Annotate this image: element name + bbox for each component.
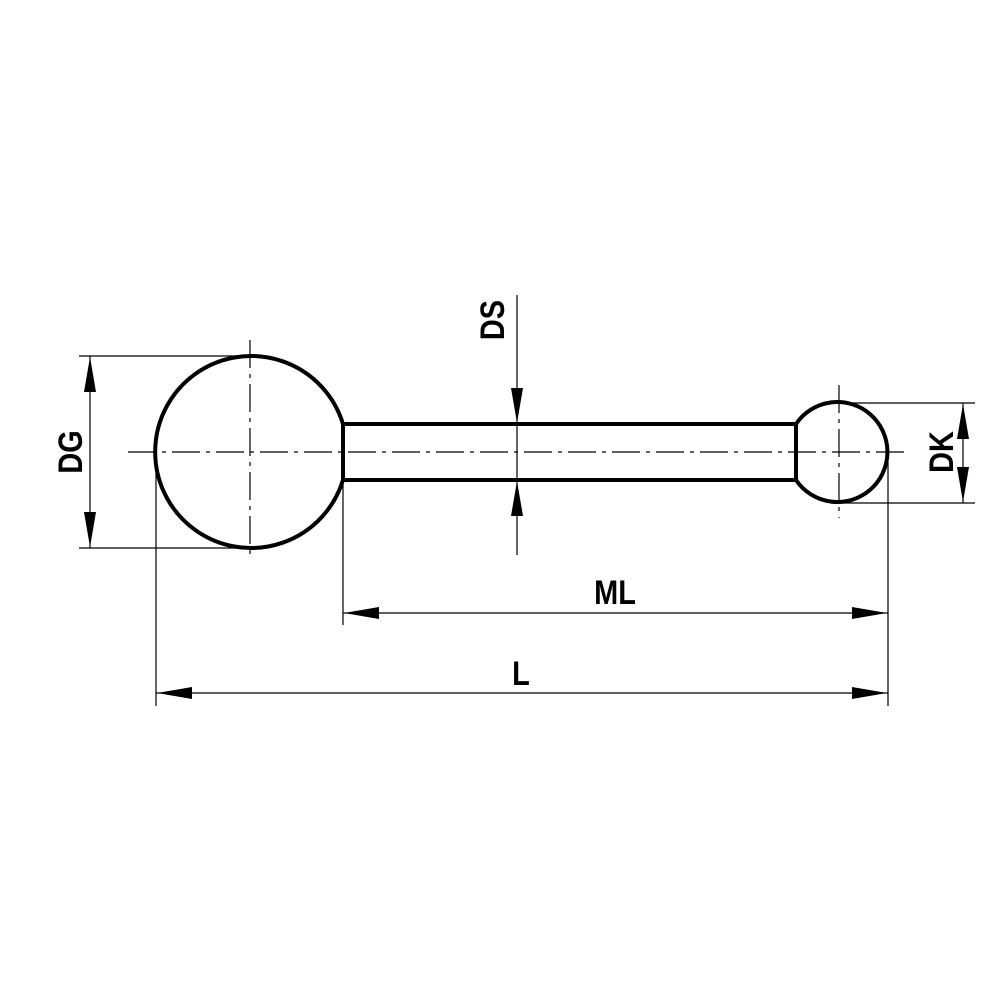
l-dimension: L <box>156 654 888 699</box>
large-ball-outline <box>153 354 345 550</box>
arrow-up-icon <box>84 357 96 392</box>
arrow-up-icon <box>957 404 969 439</box>
shaft-outline <box>341 422 798 482</box>
arrow-left-icon <box>157 687 192 699</box>
dg-dimension: DG <box>51 355 250 549</box>
arrow-down-icon <box>84 512 96 547</box>
arrow-right-icon <box>852 687 887 699</box>
ml-dimension: ML <box>343 573 888 619</box>
dk-dimension: DK <box>839 402 975 504</box>
arrow-left-icon <box>344 607 379 619</box>
arrow-right-icon <box>852 607 887 619</box>
ds-label: DS <box>473 300 512 340</box>
dg-label: DG <box>51 430 90 473</box>
dk-label: DK <box>922 431 961 473</box>
ds-dimension: DS <box>473 295 523 555</box>
arrow-up-icon <box>511 481 523 516</box>
ml-label: ML <box>594 573 636 612</box>
l-label: L <box>512 654 530 693</box>
arrow-down-icon <box>957 467 969 502</box>
small-ball-outline <box>794 400 890 504</box>
arrow-down-icon <box>511 388 523 423</box>
